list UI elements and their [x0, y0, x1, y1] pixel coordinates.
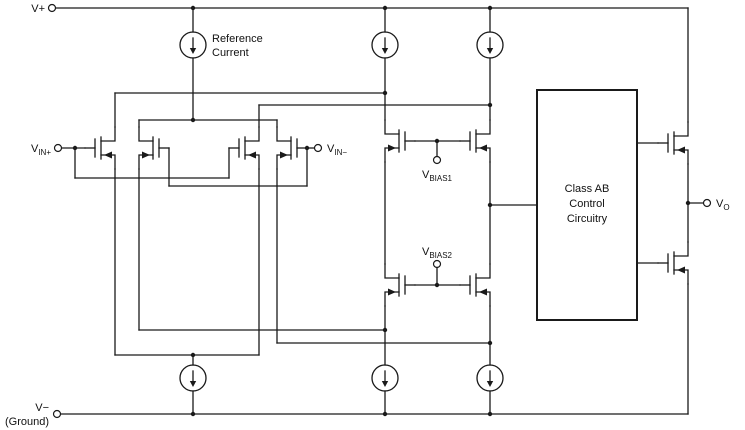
junction-dot	[304, 145, 310, 151]
output-stage: VO	[636, 7, 730, 415]
vout-label: VO	[716, 198, 730, 212]
input-tail-current-source	[179, 354, 207, 415]
output-mosfet-top	[657, 121, 689, 165]
junction-dot	[487, 340, 493, 346]
cascode-mosfet-top-left	[384, 119, 416, 163]
cascode-column-right	[476, 7, 538, 415]
vminus-terminal	[52, 409, 62, 419]
vbias2-terminal	[432, 259, 442, 269]
class-ab-label-2: Control	[569, 198, 604, 210]
cascode-mosfet-top-right	[459, 119, 491, 163]
junction-dot	[434, 138, 440, 144]
junction-dot	[190, 411, 196, 417]
junction-dot	[72, 145, 78, 151]
cascode-mosfet-bottom-right	[459, 263, 491, 307]
current-source-top-2	[371, 31, 399, 59]
vminus-label: V−	[35, 402, 49, 414]
junction-dot	[487, 102, 493, 108]
current-source-reference	[179, 31, 207, 59]
cascode-pair-top: VBIAS1	[384, 119, 491, 183]
input-mosfet-3	[228, 126, 260, 170]
reference-current-label-2: Current	[212, 47, 249, 59]
class-ab-box	[536, 89, 638, 321]
junction-dot	[487, 5, 493, 11]
input-mosfet-4	[276, 126, 308, 170]
reference-current-label-1: Reference	[212, 33, 263, 45]
junction-dot	[190, 117, 196, 123]
class-ab-label-3: Circuitry	[567, 213, 608, 225]
junction-dot	[190, 352, 196, 358]
junction-dot	[190, 5, 196, 11]
class-ab-block: Class AB Control Circuitry	[536, 89, 638, 321]
cascode-mosfet-bottom-left	[384, 263, 416, 307]
junction-dot	[382, 411, 388, 417]
vin-plus-terminal	[53, 143, 63, 153]
input-mosfet-2	[138, 126, 170, 170]
vplus-terminal	[47, 3, 57, 13]
vin-minus-terminal	[313, 143, 323, 153]
junction-dot	[685, 200, 691, 206]
input-mosfet-1	[84, 126, 116, 170]
top-supply-rail: V+	[31, 3, 689, 15]
cascode-column-left	[371, 7, 399, 415]
junction-dot	[487, 411, 493, 417]
cascode-pair-bottom: VBIAS2	[384, 246, 491, 307]
current-source-bottom-1	[179, 364, 207, 392]
current-source-bottom-3	[476, 364, 504, 392]
junction-dot	[382, 90, 388, 96]
vbias2-label: VBIAS2	[422, 246, 453, 260]
vin-minus-label: VIN−	[327, 143, 347, 157]
junction-dot	[382, 327, 388, 333]
ground-label: (Ground)	[5, 416, 49, 428]
junction-dots	[72, 5, 691, 417]
class-ab-label-1: Class AB	[565, 183, 610, 195]
junction-dot	[487, 202, 493, 208]
output-mosfet-bottom	[657, 241, 689, 285]
input-stage: VIN+ VIN−	[31, 92, 491, 356]
current-source-top-3	[476, 31, 504, 59]
junction-dot	[382, 5, 388, 11]
vbias1-terminal	[432, 155, 442, 165]
current-source-bottom-2	[371, 364, 399, 392]
vbias1-label: VBIAS1	[422, 169, 453, 183]
vout-terminal	[702, 198, 712, 208]
junction-dot	[434, 282, 440, 288]
reference-current-branch: Reference Current	[179, 7, 263, 121]
vplus-label: V+	[31, 3, 45, 15]
vin-plus-label: VIN+	[31, 143, 51, 157]
bottom-supply-rail: V− (Ground)	[5, 402, 689, 428]
